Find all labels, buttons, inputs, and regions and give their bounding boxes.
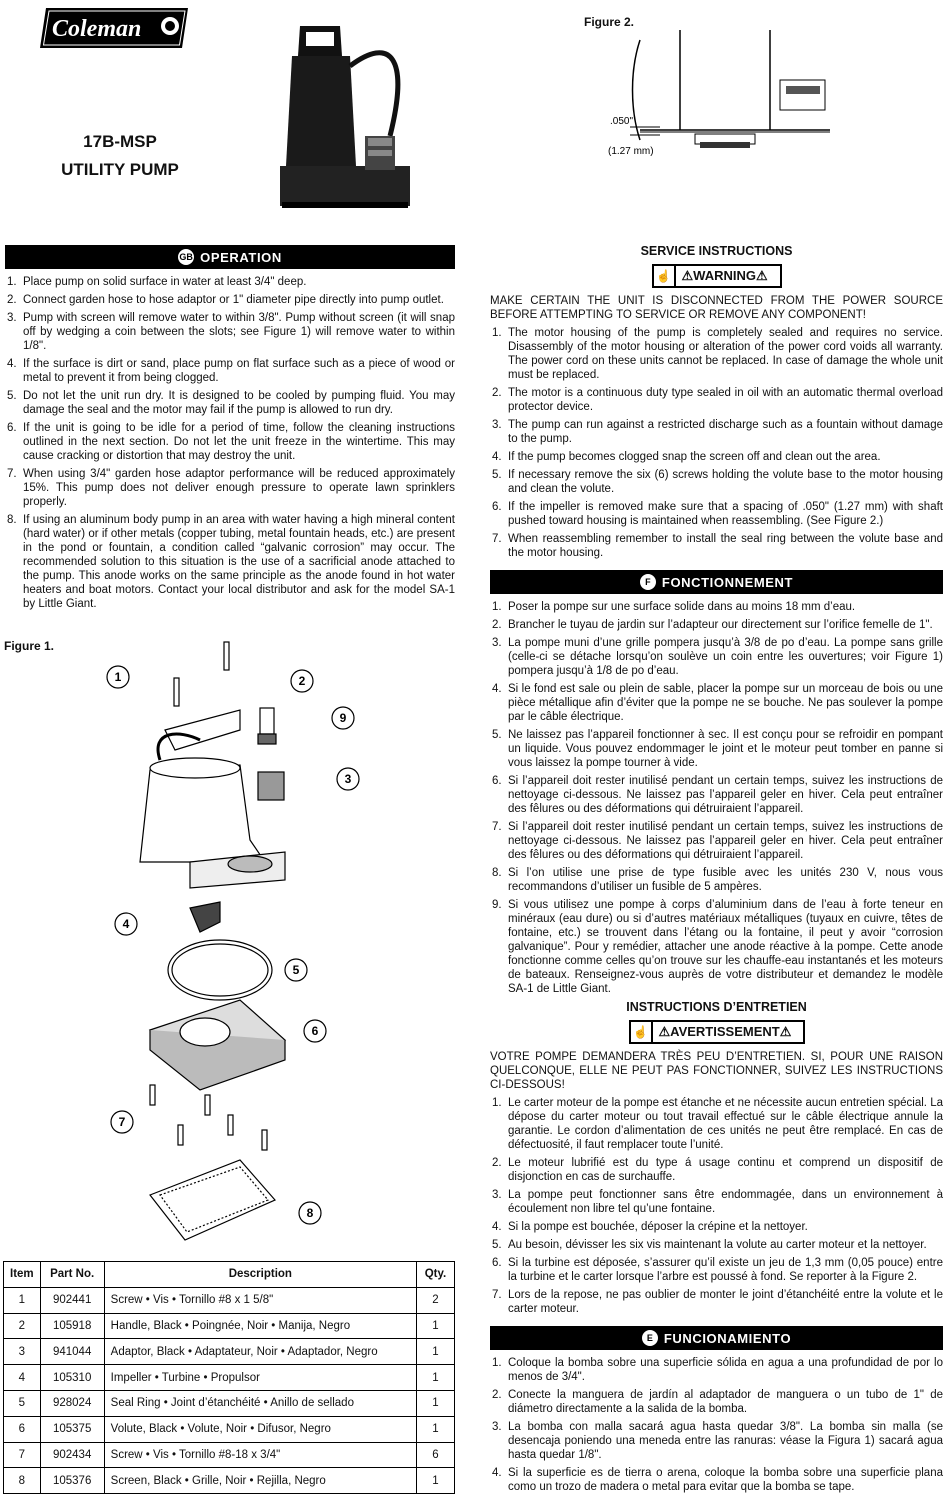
- operation-steps: 1.Place pump on solid surface in water a…: [5, 275, 455, 611]
- funcionamiento-step: 4.Si la superficie es de tierra o arena,…: [492, 1467, 943, 1493]
- fonctionnement-step: 1.Poser la pompe sur une surface solide …: [492, 601, 856, 613]
- fonctionnement-steps: 1.Poser la pompe sur une surface solide …: [490, 600, 943, 996]
- service-step: 5.If necessary remove the six (6) screws…: [492, 469, 943, 495]
- entretien-step: 2.Le moteur lubrifié est du type á usage…: [492, 1157, 943, 1183]
- operation-step: 8.If using an aluminum body pump in an a…: [7, 514, 455, 610]
- col-part-no: Part No.: [39, 1261, 105, 1288]
- service-step: 6.If the impeller is removed make sure t…: [492, 501, 943, 527]
- col-item: Item: [3, 1261, 41, 1288]
- avertissement-label: ⚠AVERTISSEMENT⚠: [658, 1024, 792, 1039]
- callout-1: 1: [115, 670, 122, 684]
- callout-7: 7: [119, 1115, 126, 1129]
- funcionamiento-step: 1.Coloque la bomba sobre una superficie …: [492, 1357, 943, 1383]
- fonctionnement-step: 9.Si vous utilisez une pompe à corps d’a…: [492, 899, 943, 995]
- callout-6: 6: [312, 1024, 319, 1038]
- figure2-label: Figure 2.: [584, 15, 635, 29]
- fonctionnement-header: F FONCTIONNEMENT: [490, 570, 943, 594]
- operation-heading: OPERATION: [200, 249, 282, 265]
- fonctionnement-step: 4.Si le fond est sale ou plein de sable,…: [492, 683, 943, 723]
- service-heading: SERVICE INSTRUCTIONS: [640, 244, 793, 258]
- col-description: Description: [103, 1261, 418, 1288]
- col-qty: Qty.: [416, 1261, 455, 1288]
- e-flag-icon: E: [641, 1330, 658, 1346]
- pump-illustration: [280, 26, 410, 208]
- callout-8: 8: [307, 1206, 314, 1220]
- entretien-step: 1.Le carter moteur de la pompe est étanc…: [492, 1097, 943, 1151]
- callout-2: 2: [299, 674, 306, 688]
- funcionamiento-header: E FUNCIONAMIENTO: [490, 1326, 943, 1350]
- funcionamiento-step: 2.Conecte la manguera de jardín al adapt…: [492, 1389, 943, 1415]
- gap-label: .050": [610, 116, 633, 127]
- operation-step: 5.Do not let the unit run dry. It is des…: [7, 390, 455, 416]
- operation-step: 1.Place pump on solid surface in water a…: [7, 276, 307, 288]
- avertissement-box: ☝ ⚠AVERTISSEMENT⚠: [628, 1020, 805, 1044]
- operation-header: GB OPERATION: [5, 245, 455, 269]
- hand-warning-icon: ☝: [654, 266, 676, 286]
- service-caution: MAKE CERTAIN THE UNIT IS DISCONNECTED FR…: [490, 295, 943, 321]
- operation-step: 6.If the unit is going to be idle for a …: [7, 422, 455, 462]
- service-step: 3.The pump can run against a restricted …: [492, 419, 943, 445]
- gb-flag-icon: GB: [178, 249, 195, 265]
- entretien-steps: 1.Le carter moteur de la pompe est étanc…: [490, 1096, 943, 1316]
- warning-box: ☝ ⚠WARNING⚠: [651, 264, 782, 288]
- entretien-caution: VOTRE POMPE DEMANDERA TRÈS PEU D’ENTRETI…: [490, 1051, 943, 1091]
- figure1-exploded-view: 1 2 9 3 4 5 6 7 8: [106, 641, 360, 1241]
- service-step: 7.When reassembling remember to install …: [492, 533, 943, 559]
- service-step: 1.The motor housing of the pump is compl…: [492, 327, 943, 381]
- product-name: UTILITY PUMP: [61, 160, 179, 179]
- service-steps: 1.The motor housing of the pump is compl…: [490, 326, 943, 560]
- right-column: SERVICE INSTRUCTIONS ☝ ⚠WARNING⚠ MAKE CE…: [490, 240, 943, 1498]
- fonctionnement-heading: FONCTIONNEMENT: [661, 574, 794, 590]
- gap-label-mm: (1.27 mm): [608, 146, 654, 157]
- callout-5: 5: [293, 963, 300, 977]
- service-step: 4.If the pump becomes clogged snap the s…: [492, 451, 881, 463]
- operation-step: 4.If the surface is dirt or sand, place …: [7, 358, 455, 384]
- callout-4: 4: [123, 917, 130, 931]
- fonctionnement-step: 6.Si l’appareil doit rester inutilisé pe…: [492, 775, 943, 815]
- callout-9: 9: [340, 711, 347, 725]
- model-number: 17B-MSP: [83, 132, 157, 151]
- operation-step: 2.Connect garden hose to hose adaptor or…: [7, 294, 444, 306]
- page-title: 17B-MSP UTILITY PUMP: [40, 128, 200, 184]
- fonctionnement-step: 5.Ne laissez pas l’appareil fonctionner …: [492, 729, 943, 769]
- entretien-step: 5.Au besoin, dévisser les six vis mainte…: [492, 1239, 927, 1251]
- service-step: 2.The motor is a continuous duty type se…: [492, 387, 943, 413]
- fonctionnement-step: 3.La pompe muni d’une grille pompera jus…: [492, 637, 943, 677]
- fonctionnement-step: 7.Si l’appareil doit rester inutilisé pe…: [492, 821, 943, 861]
- operation-section: GB OPERATION 1.Place pump on solid surfa…: [5, 245, 455, 615]
- entretien-step: 3.La pompe peut fonctionner sans être en…: [492, 1189, 943, 1215]
- entretien-step: 4.Si la pompe est bouchée, déposer la cr…: [492, 1221, 808, 1233]
- entretien-heading: INSTRUCTIONS D’ENTRETIEN: [626, 1000, 807, 1014]
- fonctionnement-step: 8.Si l’on utilise une prise de type fusi…: [492, 867, 943, 893]
- funcionamiento-step: 3.La bomba con malla sacará agua hasta q…: [492, 1421, 943, 1461]
- warning-label: ⚠WARNING⚠: [681, 268, 768, 283]
- f-flag-icon: F: [639, 574, 656, 590]
- entretien-step: 6.Si la turbine est déposée, s’assurer q…: [492, 1257, 943, 1283]
- coleman-logo: Coleman: [40, 8, 188, 48]
- figure1-label: Figure 1.: [4, 639, 55, 653]
- callout-3: 3: [345, 772, 352, 786]
- logo-text: Coleman: [52, 16, 141, 42]
- hand-warning-icon: ☝: [631, 1022, 653, 1042]
- operation-step: 7.When using 3/4" garden hose adaptor pe…: [7, 468, 455, 508]
- table-header-row: Item Part No. Description Qty.: [3, 1261, 455, 1288]
- entretien-step: 7.Lors de la repose, ne pas oublier de m…: [492, 1289, 943, 1315]
- fonctionnement-step: 2.Brancher le tuyau de jardin sur l’adap…: [492, 619, 933, 631]
- funcionamiento-heading: FUNCIONAMIENTO: [663, 1330, 792, 1346]
- figure2-illustration: .050" (1.27 mm): [608, 30, 830, 157]
- operation-step: 3.Pump with screen will remove water to …: [7, 312, 455, 352]
- funcionamiento-steps: 1.Coloque la bomba sobre una superficie …: [490, 1356, 943, 1494]
